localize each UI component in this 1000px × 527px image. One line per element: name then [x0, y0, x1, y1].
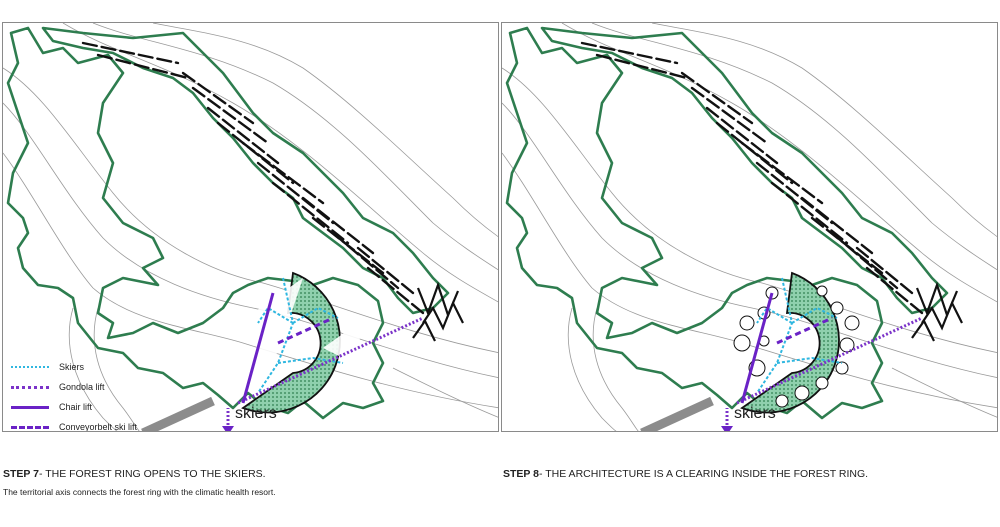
legend-item-gondola: Gondola lift	[11, 377, 137, 397]
gondola-swatch	[11, 385, 49, 389]
conveyor-swatch	[11, 425, 49, 429]
step7-title: STEP 7	[3, 468, 39, 480]
step7-caption: STEP 7- THE FOREST RING OPENS TO THE SKI…	[3, 468, 266, 480]
step8-text: - THE ARCHITECTURE IS A CLEARING INSIDE …	[539, 468, 869, 480]
forest-strip	[540, 26, 949, 315]
ski-slope-dashes	[81, 41, 425, 315]
conveyor-lift	[776, 316, 833, 345]
skiers-swatch	[11, 366, 49, 368]
peak-marks	[412, 281, 464, 342]
conveyor-lift	[277, 316, 334, 345]
step7-subcaption: The territorial axis connects the forest…	[3, 487, 276, 497]
architecture-clearings	[733, 285, 860, 408]
legend-label: Conveyorbelt ski lift	[59, 422, 138, 432]
skiers-label: skiers	[235, 405, 277, 422]
legend-item-conveyor: Conveyorbelt ski lift	[11, 417, 138, 432]
step7-map-drawing	[3, 23, 498, 431]
legend-label: Chair lift	[59, 402, 93, 412]
forest-strip	[41, 26, 450, 315]
legend-item-skiers: Skiers	[11, 357, 137, 377]
skier-paths	[257, 277, 344, 394]
chair-lift	[740, 292, 774, 404]
skiers-label: skiers	[734, 405, 776, 422]
map-legend: Skiers Gondola lift Chair lift Conveyorb…	[11, 357, 138, 432]
step7-map-panel: Skiers Gondola lift Chair lift Conveyorb…	[2, 22, 499, 432]
legend-item-chair: Chair lift	[11, 397, 137, 417]
lift-arrow	[721, 426, 733, 431]
forest-boundary	[505, 26, 884, 420]
skier-paths	[756, 277, 843, 394]
legend-label: Gondola lift	[59, 382, 105, 392]
ski-slope-dashes	[580, 41, 924, 315]
step8-title: STEP 8	[503, 468, 539, 480]
road	[640, 396, 714, 431]
step8-map-panel: skiers	[501, 22, 998, 432]
chair-lift	[241, 292, 275, 404]
road	[141, 396, 215, 431]
forest-ring	[740, 271, 840, 414]
legend-label: Skiers	[59, 362, 85, 372]
step7-text: - THE FOREST RING OPENS TO THE SKIERS.	[39, 468, 266, 480]
peak-marks	[911, 281, 963, 342]
forest-boundary	[6, 26, 385, 420]
step8-caption: STEP 8- THE ARCHITECTURE IS A CLEARING I…	[503, 468, 868, 480]
step8-map-drawing	[502, 23, 997, 431]
forest-ring	[241, 271, 363, 414]
chair-swatch	[11, 405, 49, 409]
lift-arrow	[222, 426, 234, 431]
